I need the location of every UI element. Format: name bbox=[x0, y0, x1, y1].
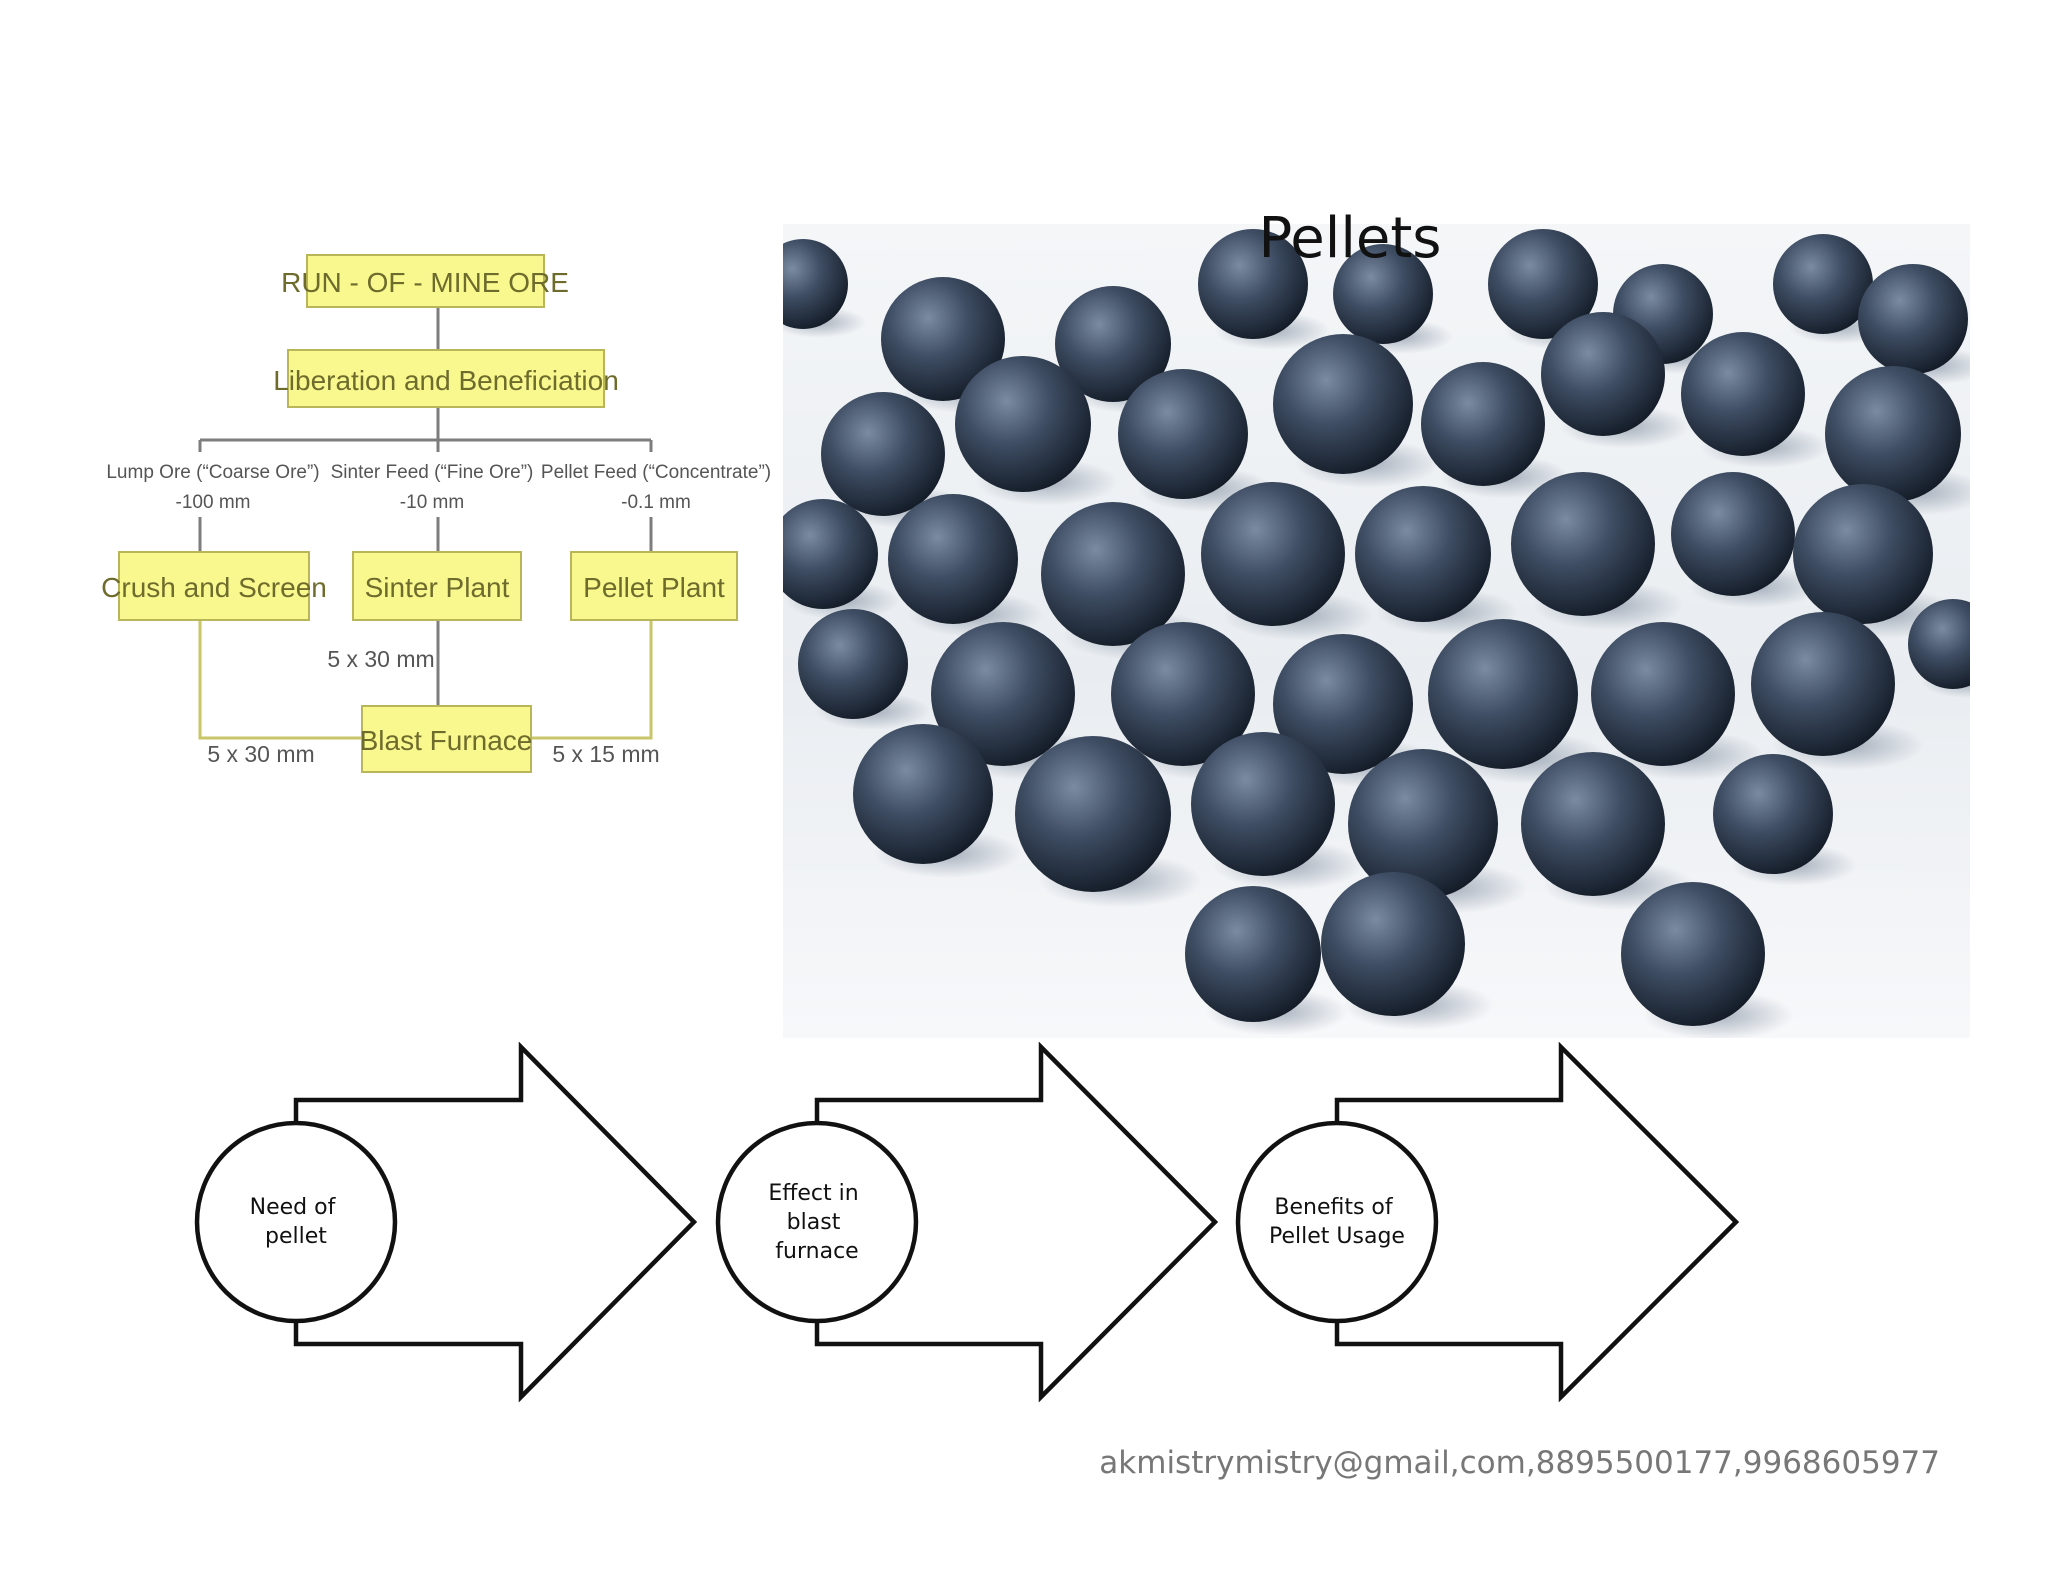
step-circle-2 bbox=[715, 1120, 919, 1324]
pellet-ball bbox=[1908, 599, 1970, 689]
pellet-ball bbox=[1321, 872, 1465, 1016]
step-circle-1 bbox=[194, 1120, 398, 1324]
pellet-ball bbox=[1273, 334, 1413, 474]
sinter-feed-size: -10 mm bbox=[400, 492, 464, 513]
sinter-plant-label: Sinter Plant bbox=[365, 572, 510, 603]
sinter-output-size: 5 x 30 mm bbox=[327, 646, 434, 672]
pellet-ball bbox=[1488, 229, 1598, 339]
pellet-feed-label: Pellet Feed (“Concentrate”) bbox=[541, 462, 771, 483]
pellet-ball bbox=[1793, 484, 1933, 624]
pellet-ball bbox=[1015, 736, 1171, 892]
pellet-ball bbox=[1348, 749, 1498, 899]
photo-title: Pellets bbox=[1258, 206, 1442, 271]
pellet-ball bbox=[1111, 622, 1255, 766]
pellet-feed-size: -0.1 mm bbox=[621, 492, 691, 513]
ore-flowchart: RUN - OF - MINE ORE Liberation and Benef… bbox=[101, 254, 771, 773]
pellet-ball bbox=[1198, 229, 1308, 339]
pellet-ball bbox=[1118, 369, 1248, 499]
pellet-ball bbox=[1201, 482, 1345, 626]
pellet-ball bbox=[931, 622, 1075, 766]
box-pellet-plant bbox=[570, 551, 738, 621]
pellet-ball bbox=[1591, 622, 1735, 766]
pellet-ball bbox=[955, 356, 1091, 492]
pellet-ball bbox=[1858, 264, 1968, 374]
pellets-image bbox=[783, 229, 1970, 1038]
pellet-ball bbox=[1041, 502, 1185, 646]
pellet-ball bbox=[1333, 244, 1433, 344]
pellet-ball bbox=[881, 277, 1005, 401]
pellets-photo bbox=[783, 224, 1970, 1038]
box-liberation bbox=[287, 349, 605, 408]
pellet-ball bbox=[1055, 286, 1171, 402]
pellet-ball bbox=[1521, 752, 1665, 896]
step-circle-3 bbox=[1235, 1120, 1439, 1324]
crush-output-size: 5 x 30 mm bbox=[207, 741, 314, 767]
pellet-ball bbox=[1421, 362, 1545, 486]
lump-ore-label: Lump Ore (“Coarse Ore”) bbox=[106, 462, 319, 483]
pellet-ball bbox=[1773, 234, 1873, 334]
pellet-ball bbox=[783, 499, 878, 609]
step-text-3: Benefits of Pellet Usage bbox=[1269, 1195, 1405, 1249]
pellet-plant-label: Pellet Plant bbox=[583, 572, 725, 603]
pellet-ball bbox=[821, 392, 945, 516]
step-effect-in-blast-furnace[interactable]: Effect in blast furnace bbox=[715, 1041, 1219, 1403]
blast-furnace-label: Blast Furnace bbox=[360, 725, 533, 756]
run-of-mine-label: RUN - OF - MINE ORE bbox=[281, 267, 569, 298]
step-benefits-of-pellet-usage[interactable]: Benefits of Pellet Usage bbox=[1235, 1041, 1740, 1403]
liberation-label: Liberation and Beneficiation bbox=[273, 365, 619, 396]
pellet-ball bbox=[1191, 732, 1335, 876]
box-crush-screen bbox=[118, 551, 310, 621]
pellet-ball bbox=[1825, 366, 1961, 502]
step-text-2: Effect in blast furnace bbox=[768, 1181, 865, 1264]
pellet-ball bbox=[853, 724, 993, 864]
pellet-ball bbox=[1428, 619, 1578, 769]
connector-crush-bf bbox=[198, 620, 362, 740]
lump-ore-size: -100 mm bbox=[176, 492, 251, 513]
pellet-ball bbox=[1681, 332, 1805, 456]
pellet-ball bbox=[1751, 612, 1895, 756]
box-run-of-mine bbox=[306, 254, 545, 308]
step-arrow-1 bbox=[293, 1041, 698, 1403]
pellet-ball bbox=[1185, 886, 1321, 1022]
pellet-ball bbox=[1541, 312, 1665, 436]
pellet-ball bbox=[1713, 754, 1833, 874]
step-arrow-2 bbox=[814, 1041, 1219, 1403]
sinter-feed-label: Sinter Feed (“Fine Ore”) bbox=[331, 462, 534, 483]
pellet-ball bbox=[1621, 882, 1765, 1026]
contact-info: akmistrymistry@gmail,com,8895500177,9968… bbox=[1099, 1445, 1940, 1481]
pellet-ball bbox=[1671, 472, 1795, 596]
pellet-ball bbox=[1511, 472, 1655, 616]
box-sinter-plant bbox=[352, 551, 522, 621]
connector-pellet-bf bbox=[531, 620, 653, 740]
pellet-ball bbox=[1355, 486, 1491, 622]
pellet-ball bbox=[1273, 634, 1413, 774]
pellet-ball bbox=[888, 494, 1018, 624]
step-need-of-pellet[interactable]: Need of pellet bbox=[194, 1041, 698, 1403]
pellet-balls bbox=[783, 229, 1970, 1038]
pellet-ball bbox=[798, 609, 908, 719]
box-blast-furnace bbox=[361, 705, 532, 773]
step-arrow-3 bbox=[1334, 1041, 1740, 1403]
pellet-ball bbox=[783, 239, 848, 329]
step-text-1: Need of pellet bbox=[250, 1195, 343, 1249]
pellet-output-size: 5 x 15 mm bbox=[552, 741, 659, 767]
crush-screen-label: Crush and Screen bbox=[101, 572, 327, 603]
